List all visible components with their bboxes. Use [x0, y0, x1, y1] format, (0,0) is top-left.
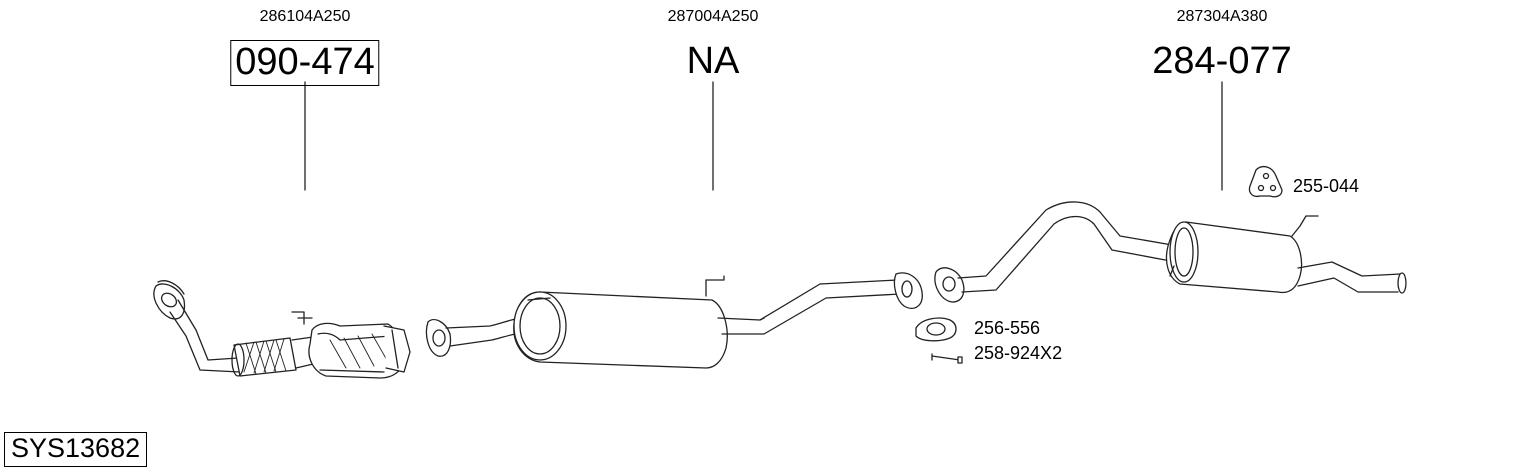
part-number-middle[interactable]: NA — [686, 40, 740, 82]
rubber-mount-icon — [1249, 167, 1282, 197]
oem-number-middle: 287004A250 — [667, 8, 759, 25]
gasket-icon — [916, 318, 956, 341]
part-number-front[interactable]: 090-474 — [230, 40, 380, 86]
part-number-rear[interactable]: 284-077 — [1152, 40, 1292, 82]
bolt-icon — [932, 354, 962, 363]
bolt-part-label[interactable]: 258-924X2 — [974, 343, 1063, 363]
oem-number-rear: 287304A380 — [1176, 8, 1268, 25]
middle-silencer — [426, 273, 922, 368]
gasket-part-label[interactable]: 256-556 — [974, 318, 1041, 338]
front-pipe-catalyst — [154, 281, 410, 378]
mount-part-label[interactable]: 255-044 — [1293, 176, 1360, 196]
rear-silencer — [935, 202, 1406, 302]
oem-number-front: 286104A250 — [259, 8, 351, 25]
system-code: SYS13682 — [4, 432, 148, 467]
